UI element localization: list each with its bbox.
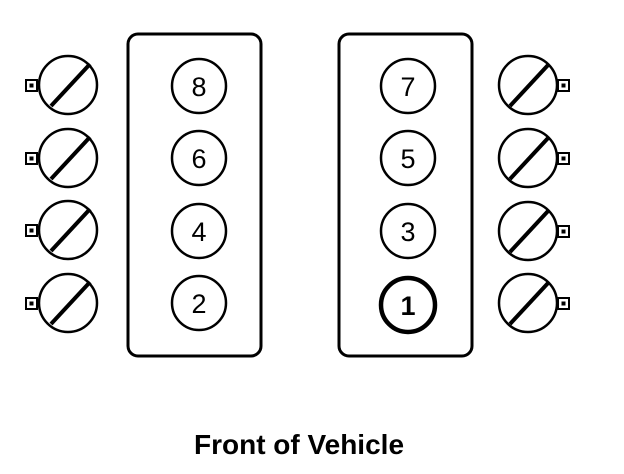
right-cylinder-bank: 7 5 3 1 [337, 32, 474, 358]
cylinder-7: 7 [379, 57, 437, 115]
cylinder-3: 3 [379, 202, 437, 260]
front-of-vehicle-caption: Front of Vehicle [194, 429, 404, 460]
cylinder-number: 8 [191, 72, 206, 102]
cylinder-number: 5 [400, 144, 415, 174]
cylinder-2: 2 [170, 274, 228, 332]
left-coils [25, 54, 99, 334]
ignition-coil-icon [497, 54, 570, 116]
ignition-coil-icon [497, 200, 570, 262]
cylinder-4: 4 [170, 202, 228, 260]
right-bank-outline [337, 32, 474, 358]
left-bank-outline [126, 32, 263, 358]
left-cylinder-bank: 8 6 4 2 [126, 32, 263, 358]
cylinder-number: 7 [400, 72, 415, 102]
ignition-coil-icon [25, 54, 99, 116]
cylinder-number: 2 [191, 289, 206, 319]
ignition-coil-icon [25, 199, 99, 261]
cylinder-number: 4 [191, 217, 206, 247]
cylinder-number: 6 [191, 144, 206, 174]
cylinder-8: 8 [170, 57, 228, 115]
ignition-coil-icon [25, 272, 99, 334]
ignition-coil-icon [497, 127, 570, 189]
cylinder-number: 1 [400, 291, 415, 321]
cylinder-6: 6 [170, 129, 228, 187]
cylinder-number: 3 [400, 217, 415, 247]
cylinder-5: 5 [379, 129, 437, 187]
ignition-coil-icon [497, 272, 570, 334]
right-coils [497, 54, 570, 334]
ignition-coil-icon [25, 127, 99, 189]
cylinder-1: 1 [378, 275, 438, 335]
